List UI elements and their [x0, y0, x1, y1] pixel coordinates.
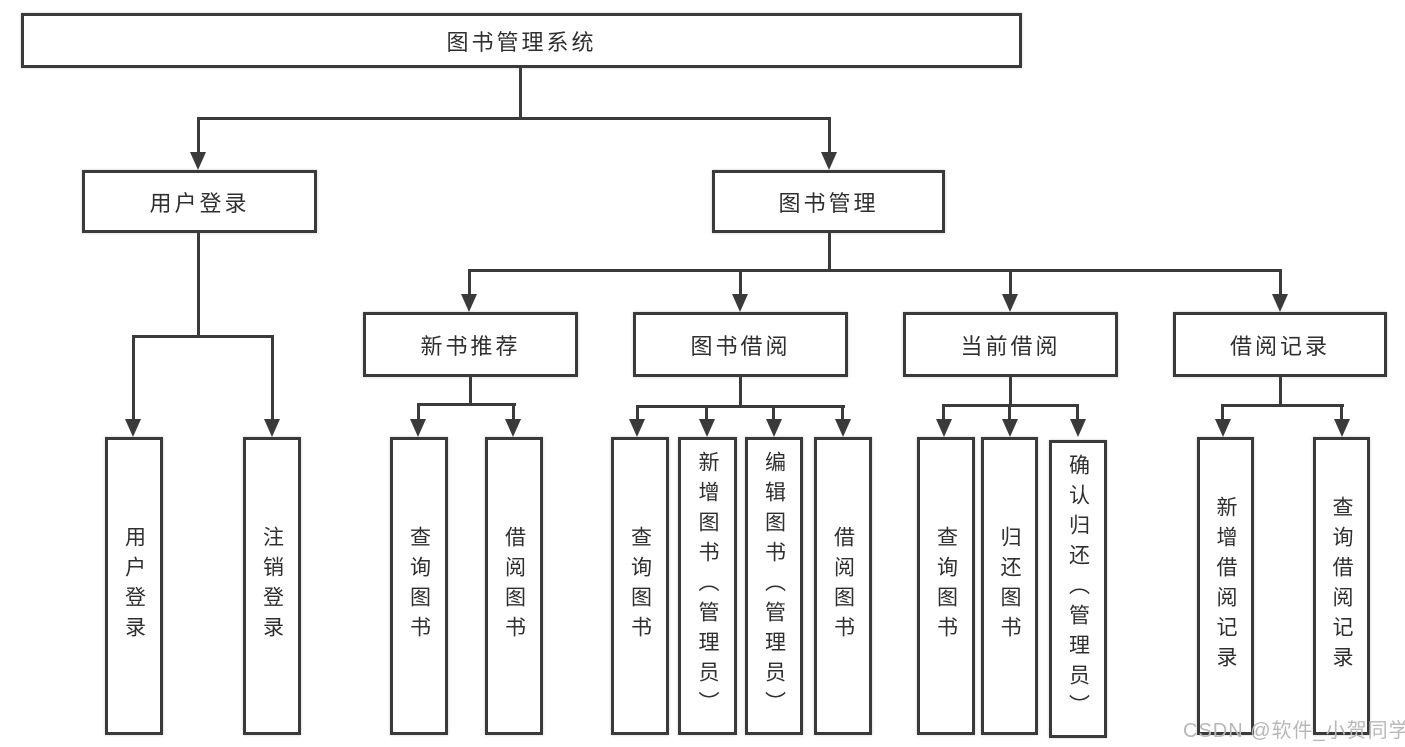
arrow-down-icon — [125, 419, 141, 437]
connector-line — [468, 269, 1282, 272]
connector-line — [828, 233, 831, 272]
node-current-borrow: 当前借阅 — [903, 312, 1118, 377]
leaf-newbook-borrow-books: 借阅图书 — [485, 437, 543, 735]
arrow-down-icon — [505, 419, 521, 437]
leaf-borrow-query-books: 查询图书 — [611, 437, 669, 735]
leaf-records-query-record: 查询借阅记录 — [1313, 437, 1370, 735]
connector-line — [197, 117, 200, 155]
arrow-down-icon — [699, 419, 715, 437]
connector-line — [1279, 269, 1282, 297]
arrow-down-icon — [461, 294, 477, 312]
connector-line — [1009, 269, 1012, 297]
connector-line — [197, 117, 831, 120]
arrow-down-icon — [1002, 419, 1018, 437]
arrow-down-icon — [1002, 294, 1018, 312]
arrow-down-icon — [821, 152, 837, 170]
arrow-down-icon — [410, 419, 426, 437]
connector-line — [636, 405, 639, 421]
leaf-borrow-borrow-books: 借阅图书 — [814, 437, 872, 735]
arrow-down-icon — [1272, 294, 1288, 312]
arrow-down-icon — [835, 419, 851, 437]
connector-line — [1340, 404, 1343, 421]
connector-line — [469, 377, 472, 406]
leaf-borrow-add-books-admin: 新增图书（管理员） — [678, 437, 737, 735]
arrow-down-icon — [190, 152, 206, 170]
node-root: 图书管理系统 — [21, 13, 1022, 68]
leaf-newbook-query-books: 查询图书 — [390, 437, 448, 735]
leaf-logout: 注销登录 — [243, 437, 301, 735]
connector-line — [1076, 404, 1079, 421]
connector-line — [828, 117, 831, 155]
node-new-book-recommend: 新书推荐 — [363, 312, 578, 377]
connector-line — [417, 403, 420, 421]
leaf-current-query-books: 查询图书 — [917, 437, 975, 735]
connector-line — [1221, 404, 1224, 421]
connector-line — [1221, 404, 1344, 407]
connector-line — [705, 405, 708, 421]
connector-line — [1279, 377, 1282, 407]
leaf-current-return-books: 归还图书 — [981, 437, 1038, 735]
connector-line — [197, 233, 200, 338]
arrow-down-icon — [1215, 419, 1231, 437]
node-book-borrow: 图书借阅 — [633, 312, 848, 377]
node-user-login: 用户登录 — [82, 170, 317, 233]
arrow-down-icon — [264, 419, 280, 437]
arrow-down-icon — [732, 294, 748, 312]
connector-line — [512, 403, 515, 421]
connector-line — [942, 404, 945, 421]
connector-line — [271, 335, 274, 421]
connector-line — [1009, 377, 1012, 407]
connector-line — [841, 405, 844, 421]
connector-line — [739, 269, 742, 297]
watermark: CSDN @软件_小贺同学 — [1183, 720, 1405, 742]
arrow-down-icon — [936, 419, 952, 437]
connector-line — [636, 405, 845, 408]
connector-line — [739, 377, 742, 408]
connector-line — [519, 68, 522, 119]
leaf-user-login: 用户登录 — [105, 437, 163, 735]
connector-line — [468, 269, 471, 297]
connector-line — [772, 405, 775, 421]
leaf-records-add-record: 新增借阅记录 — [1197, 437, 1254, 735]
arrow-down-icon — [1070, 419, 1086, 437]
connector-line — [132, 335, 274, 338]
connector-line — [132, 335, 135, 421]
leaf-borrow-edit-books-admin: 编辑图书（管理员） — [745, 437, 803, 735]
arrow-down-icon — [766, 419, 782, 437]
node-borrow-records: 借阅记录 — [1173, 312, 1387, 377]
node-book-management: 图书管理 — [712, 170, 945, 233]
connector-line — [1008, 404, 1011, 421]
connector-line — [417, 403, 516, 406]
leaf-current-confirm-return-admin: 确认归还（管理员） — [1049, 440, 1107, 738]
arrow-down-icon — [629, 419, 645, 437]
arrow-down-icon — [1334, 419, 1350, 437]
